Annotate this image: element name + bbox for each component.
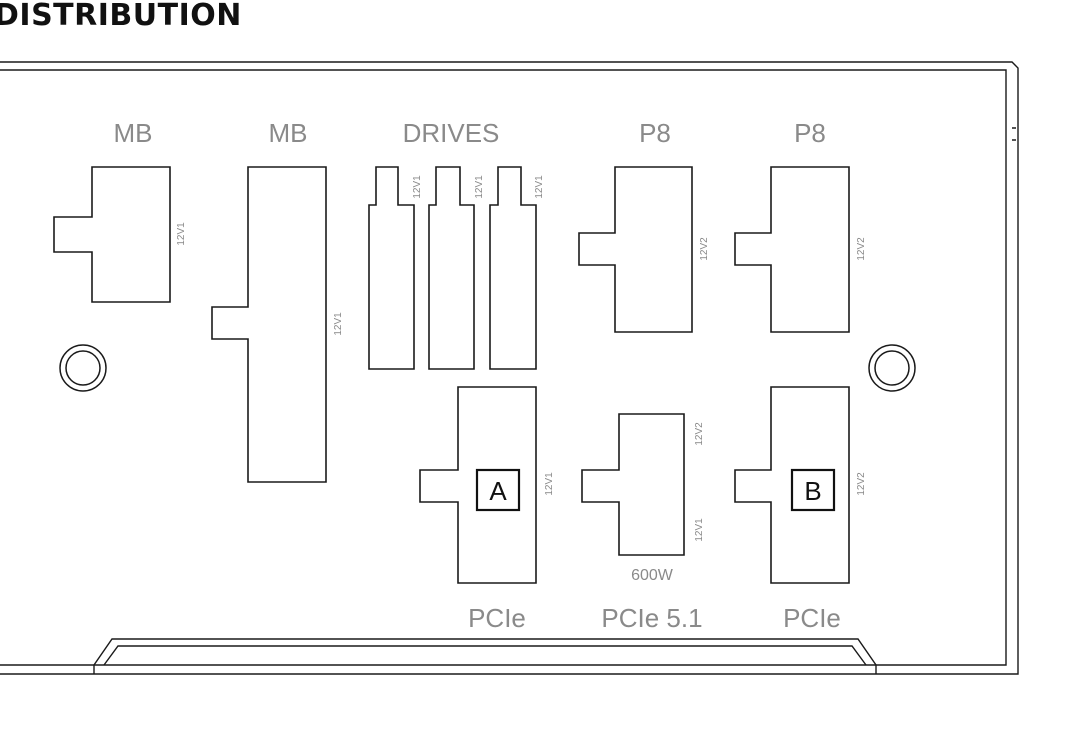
rail-label-drive-1: 12V1 — [412, 175, 423, 199]
connector-pcie-5-1[interactable]: 12V2 12V1 600W — [581, 413, 705, 584]
connector-pcie-b[interactable]: B 12V2 — [734, 386, 867, 584]
connector-mb-center[interactable]: 12V1 — [211, 166, 344, 483]
connector-drive-1[interactable]: 12V1 — [368, 166, 423, 370]
rail-label-pcie-center-top: 12V2 — [694, 422, 705, 446]
label-mb-left: MB — [114, 118, 153, 148]
connector-drive-3[interactable]: 12V1 — [489, 166, 545, 370]
rail-label-p8-left: 12V2 — [699, 237, 710, 261]
connector-drive-2[interactable]: 12V1 — [428, 166, 485, 370]
mounting-hole-right — [868, 344, 916, 392]
rail-label-p8-right: 12V2 — [856, 237, 867, 261]
label-mb-center: MB — [269, 118, 308, 148]
connector-p8-left[interactable]: 12V2 — [578, 166, 710, 333]
panel-outline — [0, 61, 1019, 675]
diagram-title: DISTRIBUTION — [0, 0, 242, 33]
rail-label-drive-3: 12V1 — [534, 175, 545, 199]
label-pcie-left: PCIe — [468, 603, 526, 633]
badge-b-text: B — [804, 476, 821, 506]
rail-label-mb-left: 12V1 — [176, 222, 187, 246]
label-pcie-center: PCIe 5.1 — [601, 603, 702, 633]
rail-label-drive-2: 12V1 — [474, 175, 485, 199]
rail-label-pcie-a: 12V1 — [544, 472, 555, 496]
connector-p8-right[interactable]: 12V2 — [734, 166, 867, 333]
badge-a-text: A — [489, 476, 507, 506]
label-p8-right: P8 — [794, 118, 826, 148]
label-pcie-right: PCIe — [783, 603, 841, 633]
mounting-hole-left — [59, 344, 107, 392]
connector-pcie-a[interactable]: A 12V1 — [419, 386, 555, 584]
rail-label-pcie-center-bottom: 12V1 — [694, 518, 705, 542]
badge-a — [475, 468, 521, 512]
rail-label-mb-center: 12V1 — [333, 312, 344, 336]
badge-b — [790, 468, 836, 512]
rail-label-pcie-b: 12V2 — [856, 472, 867, 496]
wattage-label: 600W — [631, 567, 674, 584]
label-drives: DRIVES — [403, 118, 500, 148]
connector-mb-left[interactable]: 12V1 — [53, 166, 187, 303]
label-p8-left: P8 — [639, 118, 671, 148]
